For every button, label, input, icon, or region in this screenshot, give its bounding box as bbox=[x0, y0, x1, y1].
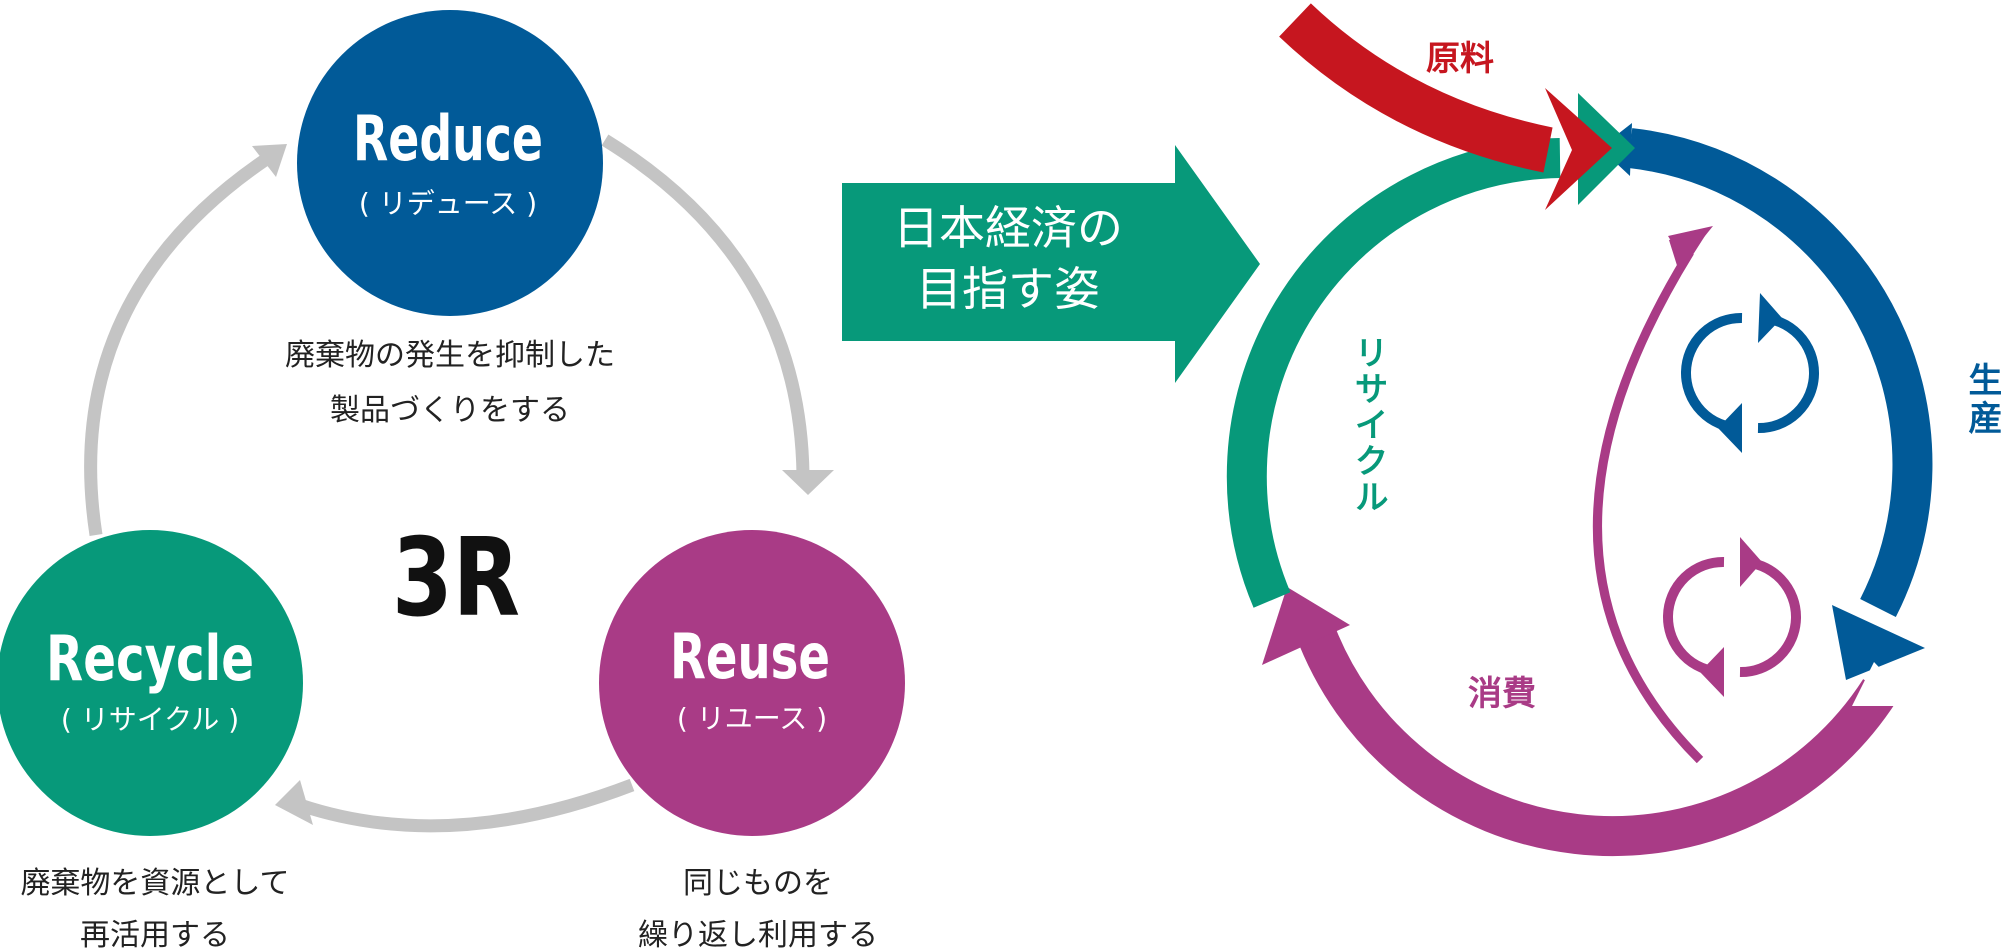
reduce-description-line-1: 廃棄物の発生を抑制した bbox=[285, 338, 615, 373]
transition-label-line-1: 日本経済の bbox=[893, 201, 1123, 255]
production-arrow bbox=[1600, 123, 1933, 680]
reuse-title: Reuse bbox=[670, 620, 830, 693]
three-r-label: 3R bbox=[392, 516, 520, 641]
recycle-kana: ( リサイクル ) bbox=[61, 703, 239, 736]
recycle-description-line-1: 廃棄物を資源として bbox=[20, 866, 289, 901]
cycle-arrow-reduce-to-reuse bbox=[601, 134, 834, 495]
production-label: 生産 bbox=[1962, 362, 2001, 438]
cycle-arrow-recycle-to-reduce bbox=[84, 144, 287, 536]
transition-arrow: 日本経済の 目指す姿 bbox=[842, 145, 1260, 383]
recycle-circle bbox=[0, 530, 303, 836]
reduce-description-line-2: 製品づくりをする bbox=[330, 393, 570, 428]
cycle-arrow-reuse-to-recycle bbox=[275, 778, 635, 833]
consumption-label: 消費 bbox=[1468, 674, 1536, 714]
material-arrow bbox=[1279, 3, 1612, 210]
circular-economy: 原料 消費 生産 リサイクル bbox=[1226, 3, 2001, 857]
reuse-circle bbox=[599, 530, 905, 836]
reduce-kana: ( リデュース ) bbox=[359, 187, 537, 220]
production-label-text: 生産 bbox=[1962, 362, 2001, 438]
reduce-title: Reduce bbox=[353, 102, 543, 175]
refresh-icon-purple bbox=[1663, 537, 1801, 697]
recycling-label-text: リサイクル bbox=[1348, 335, 1388, 515]
inner-reuse-arrow bbox=[1592, 226, 1713, 764]
reuse-description-line-2: 繰り返し利用する bbox=[638, 918, 878, 952]
transition-label-line-2: 目指す姿 bbox=[916, 262, 1100, 316]
recycling-label: リサイクル bbox=[1348, 335, 1388, 515]
refresh-icon-blue bbox=[1681, 293, 1819, 453]
reuse-kana: ( リユース ) bbox=[677, 702, 827, 735]
three-r-cycle: Reduce ( リデュース ) 廃棄物の発生を抑制した 製品づくりをする 3R… bbox=[0, 10, 905, 952]
material-label: 原料 bbox=[1426, 39, 1494, 79]
reduce-circle bbox=[297, 10, 603, 316]
recycle-description-line-2: 再活用する bbox=[80, 918, 230, 952]
recycle-title: Recycle bbox=[46, 622, 254, 695]
consumption-arrow bbox=[1262, 587, 1916, 857]
reuse-description-line-1: 同じものを bbox=[683, 866, 833, 901]
